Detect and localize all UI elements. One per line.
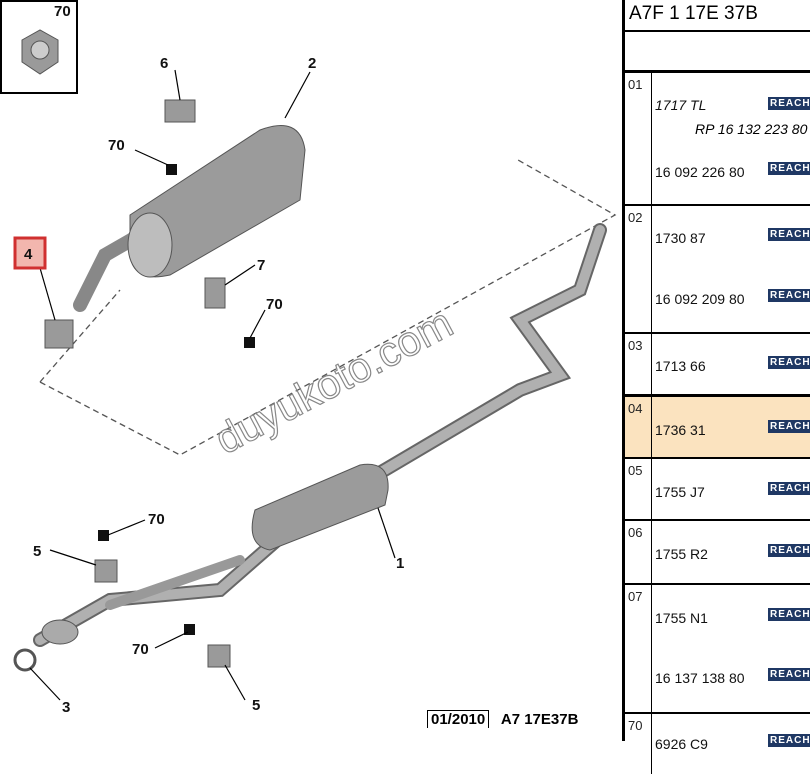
part-ref[interactable]: 16 137 138 80 bbox=[655, 670, 745, 686]
callout-5: 5 bbox=[252, 697, 260, 714]
diagram-footer: 01/2010 A7 17E37B bbox=[427, 710, 579, 728]
callout-4: 4 bbox=[24, 246, 33, 263]
part-ref[interactable]: 1755 R2 bbox=[655, 546, 708, 562]
part-ref[interactable]: 16 092 226 80 bbox=[655, 164, 745, 180]
part-ref[interactable]: 1755 N1 bbox=[655, 610, 708, 626]
callout-70: 70 bbox=[108, 137, 125, 154]
callout-2: 2 bbox=[308, 55, 316, 72]
assembly-outline bbox=[39, 159, 617, 456]
reach-badge: REACH bbox=[768, 162, 810, 175]
part-row-06[interactable]: 06 1755 R2 REACH bbox=[625, 521, 810, 585]
callout-3: 3 bbox=[62, 699, 70, 716]
row-index: 05 bbox=[628, 463, 643, 478]
part-ref[interactable]: 1755 J7 bbox=[655, 484, 705, 500]
part-ref[interactable]: 1736 31 bbox=[655, 422, 706, 438]
callout-70: 70 bbox=[266, 296, 283, 313]
watermark: duyukoto.com bbox=[207, 299, 460, 463]
part-row-70[interactable]: 70 6926 C9 REACH bbox=[625, 714, 810, 774]
callout-5: 5 bbox=[33, 543, 41, 560]
row-index: 02 bbox=[628, 210, 643, 225]
reach-badge: REACH bbox=[768, 482, 810, 495]
callout-7: 7 bbox=[257, 257, 265, 274]
part-row-07[interactable]: 07 1755 N1 REACH 16 137 138 80 REACH bbox=[625, 585, 810, 714]
reach-badge: REACH bbox=[768, 228, 810, 241]
part-ref[interactable]: 1717 TL bbox=[655, 97, 707, 113]
callout-1: 1 bbox=[396, 555, 404, 572]
row-index: 03 bbox=[628, 338, 643, 353]
intermediate-pipe bbox=[33, 223, 607, 647]
callout-70-nut: 70 bbox=[54, 3, 71, 20]
footer-code: A7 17E37B bbox=[500, 711, 579, 728]
row-index: 07 bbox=[628, 589, 643, 604]
reach-badge: REACH bbox=[768, 289, 810, 302]
panel-title-text: A7F 1 17E 37B bbox=[629, 3, 758, 24]
rear-silencer bbox=[73, 125, 306, 312]
part-ref[interactable]: 1713 66 bbox=[655, 358, 706, 374]
exhaust-diagram: 70 6 2 70 4 7 70 70 5 1 70 5 3 duyukoto.… bbox=[0, 0, 617, 716]
reach-badge: REACH bbox=[768, 356, 810, 369]
square-markers bbox=[98, 164, 255, 635]
row-index: 70 bbox=[628, 718, 643, 733]
nut-inset: 70 bbox=[0, 0, 78, 94]
leader-lines bbox=[29, 69, 396, 701]
callout-70: 70 bbox=[132, 641, 149, 658]
row-index: 06 bbox=[628, 525, 643, 540]
part-row-01[interactable]: 01 1717 TL REACH RP 16 132 223 80 16 092… bbox=[625, 73, 810, 206]
footer-date: 01/2010 bbox=[427, 710, 490, 728]
middle-silencer bbox=[13, 463, 389, 672]
replacement-ref: RP 16 132 223 80 bbox=[695, 121, 808, 137]
reach-badge: REACH bbox=[768, 668, 810, 681]
reach-badge: REACH bbox=[768, 420, 810, 433]
reach-badge: REACH bbox=[768, 97, 810, 110]
reach-badge: REACH bbox=[768, 544, 810, 557]
callout-70: 70 bbox=[148, 511, 165, 528]
callout-6: 6 bbox=[160, 55, 168, 72]
part-ref[interactable]: 1730 87 bbox=[655, 230, 706, 246]
part-row-05[interactable]: 05 1755 J7 REACH bbox=[625, 459, 810, 521]
part-ref[interactable]: 6926 C9 bbox=[655, 736, 708, 752]
part-row-02[interactable]: 02 1730 87 REACH 16 092 209 80 REACH bbox=[625, 206, 810, 334]
part-row-04-selected[interactable]: 04 1736 31 REACH bbox=[625, 396, 810, 459]
panel-title: A7F 1 17E 37B bbox=[625, 0, 810, 32]
part-ref[interactable]: 16 092 209 80 bbox=[655, 291, 745, 307]
callout-4-highlight bbox=[13, 236, 47, 270]
row-index: 01 bbox=[628, 77, 643, 92]
parts-panel: A7F 1 17E 37B 01 1717 TL REACH RP 16 132… bbox=[622, 0, 810, 774]
reach-badge: REACH bbox=[768, 608, 810, 621]
brackets bbox=[44, 99, 231, 668]
row-index: 04 bbox=[628, 401, 643, 416]
part-row-03[interactable]: 03 1713 66 REACH bbox=[625, 334, 810, 396]
